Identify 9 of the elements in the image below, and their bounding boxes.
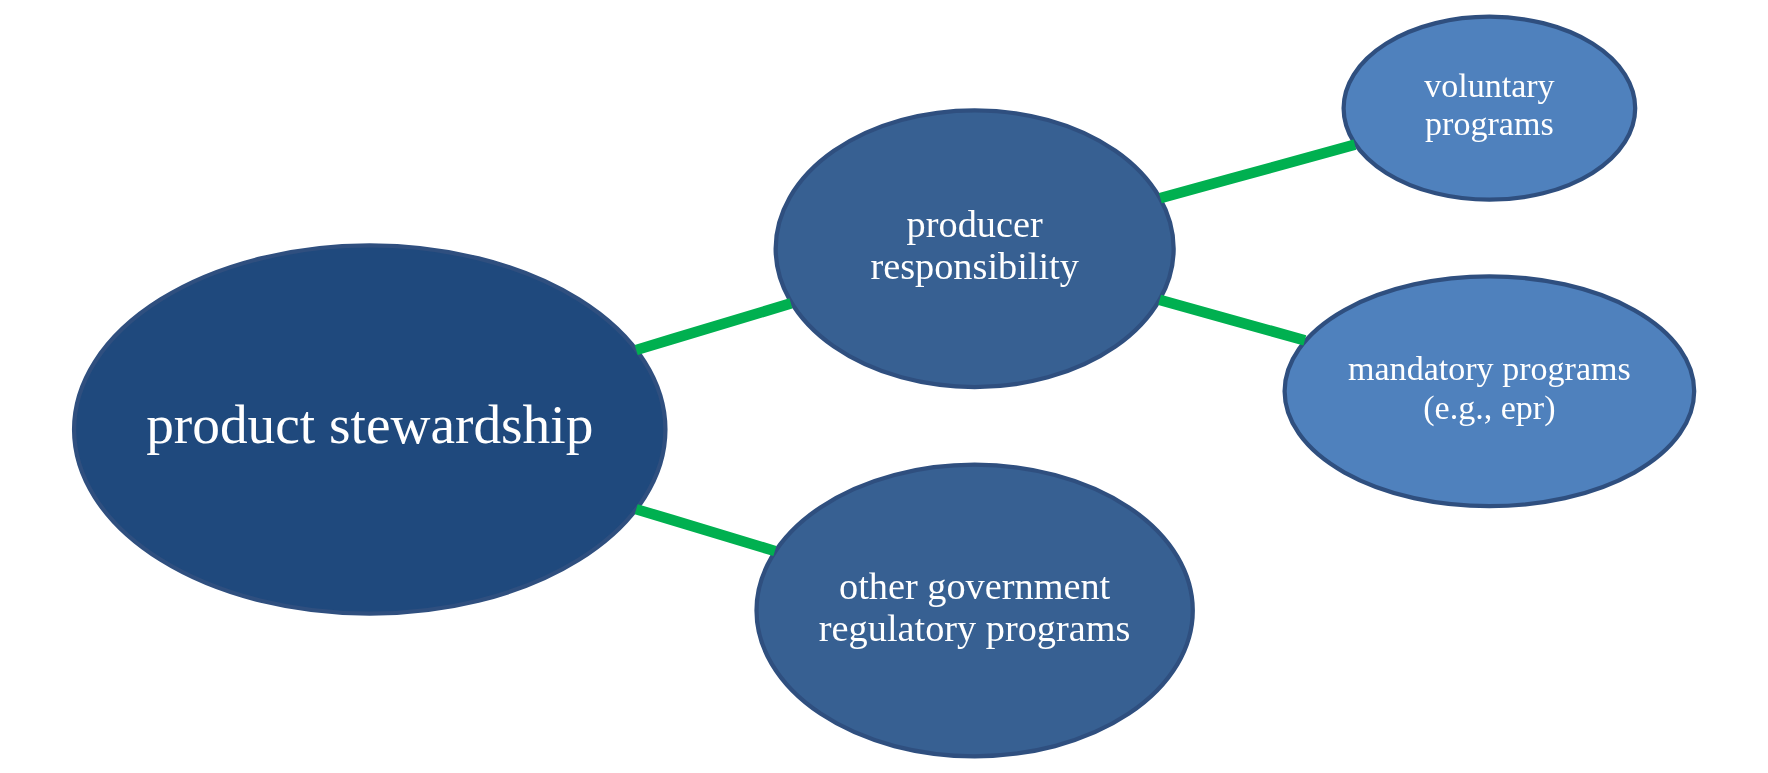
connector (634, 298, 792, 356)
connector (1157, 294, 1306, 346)
node-ellipse: product stewardship (71, 243, 668, 616)
connector (634, 504, 776, 557)
node-ellipse: mandatory programs (e.g., epr) (1281, 274, 1696, 509)
node-ellipse: producer responsibility (773, 108, 1176, 390)
node-ellipse: voluntary programs (1340, 14, 1637, 202)
node-ellipse: other government regulatory programs (753, 462, 1195, 759)
connector (1158, 139, 1356, 204)
